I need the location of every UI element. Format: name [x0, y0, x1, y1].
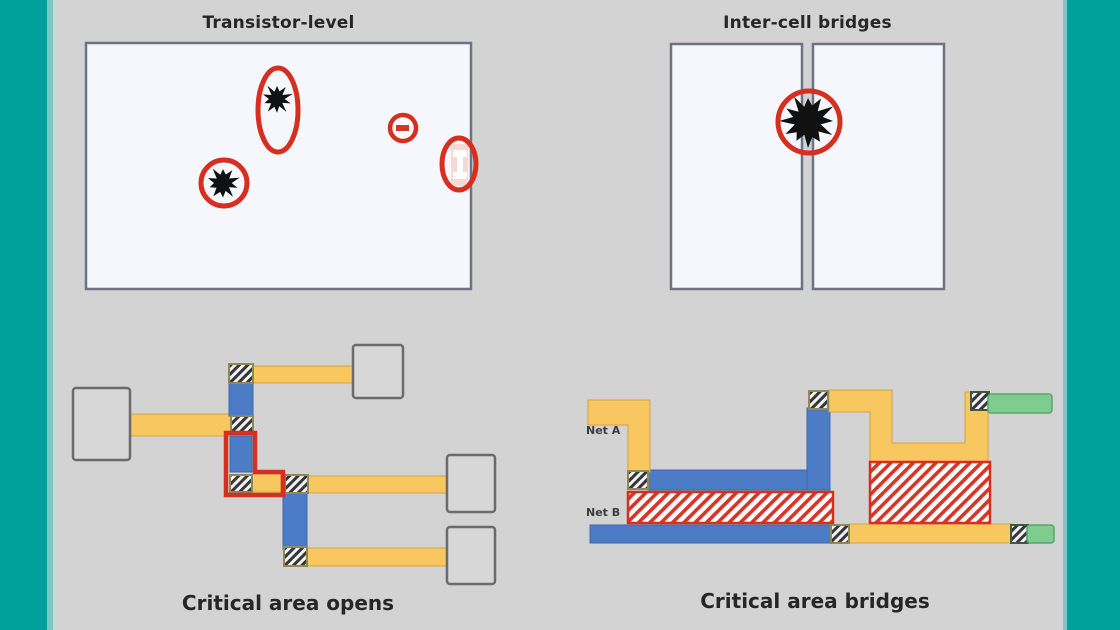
defect-marker-open-small	[387, 112, 419, 144]
left-teal-sidebar	[0, 0, 47, 630]
defect-starburst-icon	[262, 85, 293, 113]
blue-metal-net	[589, 407, 836, 544]
pad-middle-right	[445, 453, 497, 514]
blue-column-right	[282, 492, 308, 551]
right-sidebar-edge	[1063, 0, 1067, 630]
defect-starburst-icon	[779, 96, 834, 148]
pads	[71, 343, 497, 586]
defect-marker-missing-contact	[439, 135, 479, 193]
critical-area-bridges-diagram	[587, 389, 1055, 544]
blue-metal-wires	[228, 382, 308, 551]
net-b-bottom-band	[589, 524, 836, 544]
defect-circle-icon	[439, 135, 479, 193]
defect-circle-icon	[198, 157, 250, 209]
defect-circle-icon	[387, 112, 419, 144]
transistor-level-layout	[84, 41, 479, 291]
defect-circle-icon	[255, 65, 301, 155]
wire-top	[252, 365, 354, 384]
inter-cell-bridges-title: Inter-cell bridges	[723, 13, 892, 33]
cell-border	[811, 42, 946, 291]
critical-area-bridges-caption: Critical area bridges	[700, 589, 930, 613]
critical-open-area-outline	[223, 430, 286, 498]
defect-circle-icon	[775, 88, 843, 156]
wire-right	[306, 475, 448, 494]
defect-marker-bridge-top	[255, 65, 301, 155]
transistor-level-title: Transistor-level	[202, 13, 355, 33]
net-b-label: Net B	[586, 506, 621, 519]
net-b-yellow-bar	[848, 523, 1013, 544]
critical-area-opens-caption: Critical area opens	[181, 591, 395, 615]
blue-mid-band	[647, 469, 814, 491]
green-terminal-bottom	[1026, 524, 1055, 544]
standard-cell-right	[811, 42, 946, 291]
blue-column-critical	[229, 435, 253, 473]
right-teal-sidebar	[1067, 0, 1120, 630]
wire-stub	[250, 473, 282, 493]
pad-left	[71, 386, 132, 462]
yellow-metal-wires	[127, 365, 448, 567]
bridge-area-right	[868, 460, 992, 525]
open-fragment	[396, 125, 409, 131]
defect-marker-bridge-middle	[198, 157, 250, 209]
wire-bottom	[306, 547, 448, 567]
bridge-area-left	[626, 490, 835, 525]
standard-cell-left	[669, 42, 804, 291]
critical-area-opens-diagram	[71, 343, 497, 586]
wire-left	[127, 413, 234, 437]
critical-bridge-areas	[626, 460, 992, 525]
pad-bottom-right	[445, 525, 497, 586]
defect-marker-inter-cell-bridge	[775, 88, 843, 156]
pad-top-right	[351, 343, 405, 400]
blue-vertical	[806, 407, 831, 491]
i-beam-open-icon	[453, 150, 467, 179]
cell-border	[669, 42, 804, 291]
inter-cell-bridges-diagram	[669, 42, 946, 291]
green-terminals	[987, 393, 1055, 544]
net-a-label: Net A	[586, 424, 621, 437]
blue-column-top	[228, 382, 254, 417]
left-sidebar-edge	[47, 0, 53, 630]
via-contacts	[627, 390, 1029, 544]
layout-border	[84, 41, 473, 291]
net-a-staircase	[828, 389, 989, 463]
via-contacts	[228, 363, 309, 567]
net-a-hook	[587, 399, 651, 473]
green-terminal-top	[987, 393, 1053, 414]
defect-starburst-icon	[208, 168, 240, 198]
